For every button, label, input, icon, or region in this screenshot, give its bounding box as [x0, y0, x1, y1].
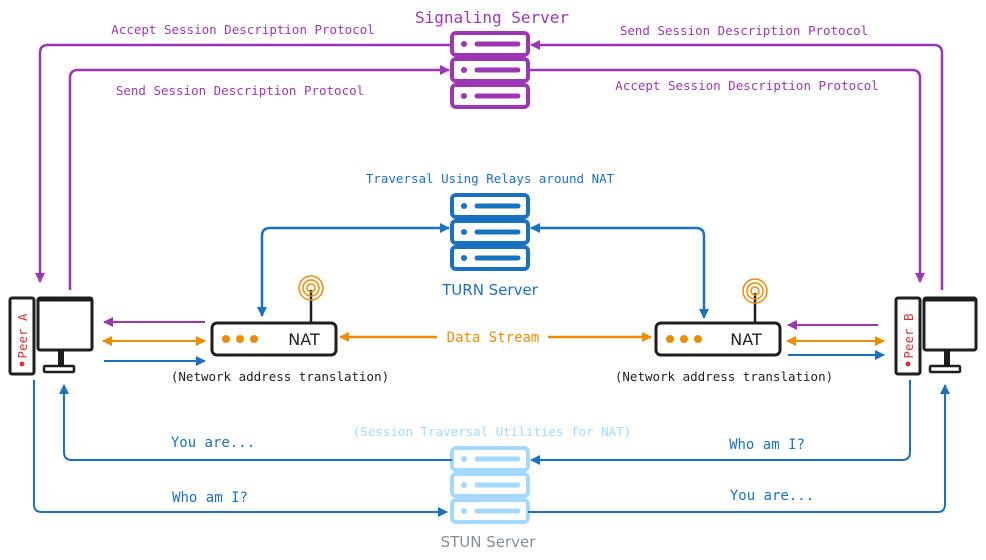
stun-server-title: STUN Server	[441, 533, 537, 551]
signaling-server-title: Signaling Server	[415, 8, 569, 27]
arrow-peer-a-to-stun	[33, 380, 448, 517]
label-right-accept-sdp: Accept Session Description Protocol	[615, 78, 878, 93]
nat-right-label: NAT	[730, 330, 762, 349]
peer-b-label: Peer B	[901, 313, 916, 358]
stun-caption: (Session Traversal Utilities for NAT)	[353, 424, 631, 439]
peer-a-computer-icon	[8, 296, 94, 376]
nat-left-label: NAT	[288, 330, 320, 349]
arrow-turn-nat-left	[257, 223, 450, 317]
arrow-peer-a-to-signaling	[68, 65, 450, 290]
arrow-signaling-to-peer-a	[35, 43, 452, 283]
stun-server-icon	[450, 446, 530, 524]
signaling-server-icon	[450, 31, 530, 109]
label-right-send-sdp: Send Session Description Protocol	[620, 23, 868, 38]
nat-right-caption: (Network address translation)	[615, 369, 833, 384]
label-left-send-sdp: Send Session Description Protocol	[116, 83, 364, 98]
peer-a-label: Peer A	[15, 313, 30, 359]
turn-server-icon	[450, 193, 530, 271]
turn-server-title: TURN Server	[441, 281, 539, 299]
nat-left-caption: (Network address translation)	[171, 369, 389, 384]
arrow-stun-to-peer-b	[528, 384, 950, 513]
arrow-peer-b-to-signaling	[530, 40, 944, 290]
nat-left-router-icon	[210, 275, 338, 357]
stun-left-who-am-i: Who am I?	[172, 490, 248, 506]
stun-right-who-am-i: Who am I?	[729, 437, 805, 453]
arrow-turn-nat-right	[530, 223, 709, 319]
arrow-stun-to-peer-a	[59, 384, 452, 461]
data-stream-label: Data Stream	[447, 330, 540, 346]
label-left-accept-sdp: Accept Session Description Protocol	[111, 22, 374, 37]
peer-b-computer-icon	[894, 296, 978, 376]
stun-left-you-are: You are...	[171, 435, 255, 451]
stun-right-you-are: You are...	[730, 488, 814, 504]
arrow-signaling-to-peer-b	[528, 68, 925, 283]
turn-caption: Traversal Using Relays around NAT	[366, 171, 615, 186]
arrow-peer-b-to-stun	[530, 380, 911, 465]
nat-right-router-icon	[654, 278, 782, 357]
